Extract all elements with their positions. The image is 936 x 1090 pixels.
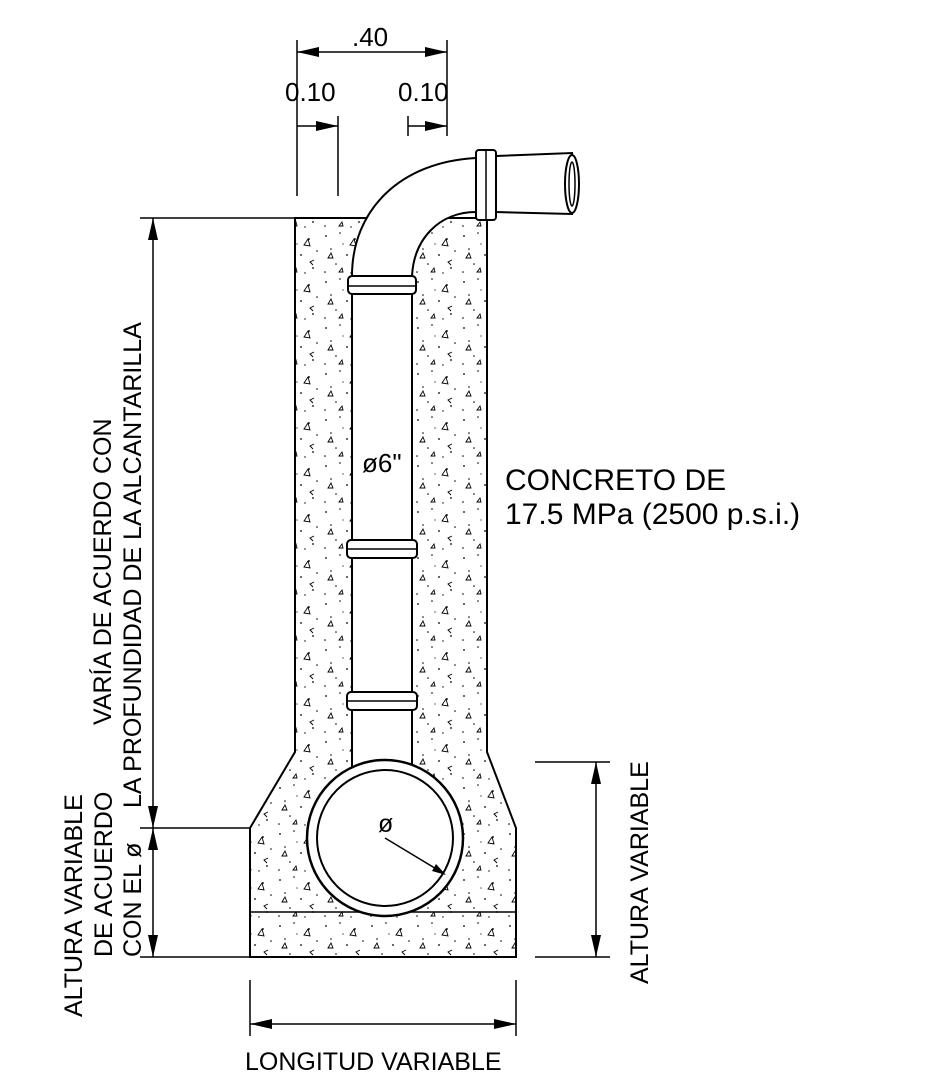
base-note-line2: DE ACUERDO: [90, 792, 118, 957]
depth-note-line2: LA PROFUNDIDAD DE LA ALCANTARILLA: [119, 322, 147, 808]
right-offset-label: 0.10: [398, 77, 449, 107]
concrete-note-line2: 17.5 MPa (2500 p.s.i.): [505, 498, 800, 531]
pipe-diameter-label: ø6": [362, 448, 402, 478]
pipe-coupling-top: [347, 275, 417, 295]
left-offset-label: 0.10: [285, 77, 336, 107]
diameter-leader: [384, 837, 439, 871]
pipe-break-end: [564, 154, 580, 214]
main-pipe-diameter-label: ø: [378, 810, 393, 838]
vertical-pipe: [351, 289, 413, 771]
concrete-note-line1: CONCRETO DE: [505, 464, 726, 497]
right-height-label: ALTURA VARIABLE: [626, 761, 654, 984]
base-note-line1: ALTURA VARIABLE: [60, 794, 88, 1017]
horizontal-pipe: [495, 151, 573, 216]
base-note-line3: CON EL ø: [119, 843, 147, 957]
total-width-label: .40: [352, 22, 388, 52]
depth-note-line1: VARÍA DE ACUERDO CON: [88, 418, 117, 725]
length-label: LONGITUD VARIABLE: [245, 1048, 502, 1076]
